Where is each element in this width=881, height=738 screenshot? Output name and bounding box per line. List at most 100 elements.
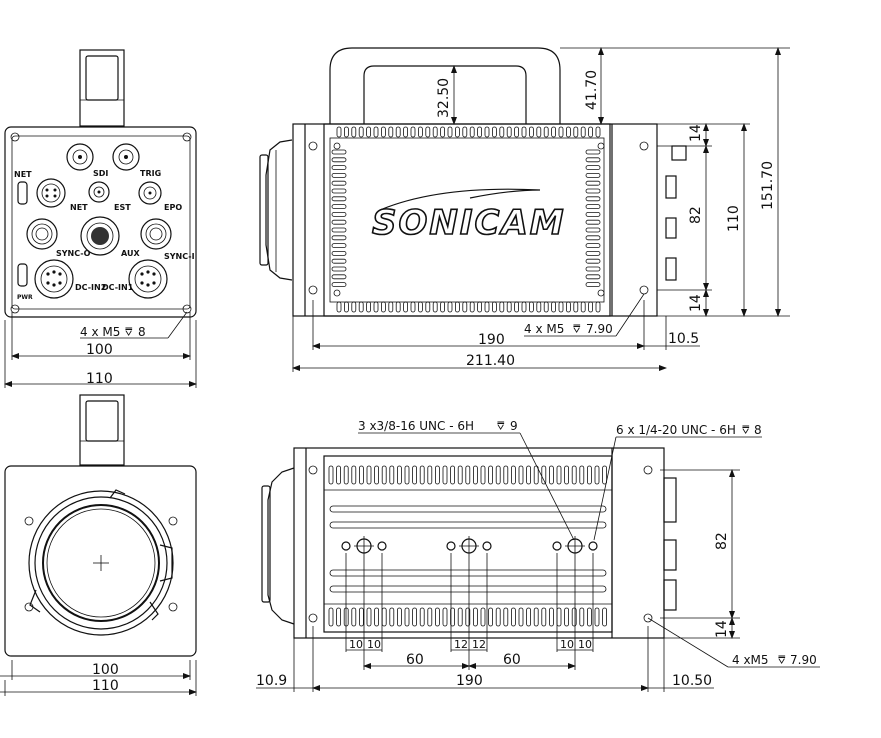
lens-mount-view: 100 110 (0, 394, 197, 696)
vent-slot (351, 126, 357, 138)
vent-slot (585, 149, 601, 155)
vent-slot (573, 301, 579, 313)
vent-slot (472, 465, 478, 485)
dim-handle-outer: 41.70 (584, 70, 600, 110)
vent-slot (380, 301, 386, 313)
vent-slot (336, 301, 342, 313)
vent-slot (412, 607, 418, 627)
rail-slot (329, 521, 607, 529)
vent-slot (585, 211, 601, 217)
vent-slot (331, 157, 347, 163)
net-connector (36, 178, 66, 208)
vent-slot (331, 204, 347, 210)
label-trig: TRIG (140, 169, 161, 178)
side-mount-callout: 4 x M5 (524, 322, 564, 336)
vent-slot (331, 165, 347, 171)
vent-slot (585, 172, 601, 178)
vent-slot (518, 465, 524, 485)
vent-slot (495, 465, 501, 485)
vent-slot (331, 243, 347, 249)
vent-slot (526, 607, 531, 627)
vent-slot (536, 126, 542, 138)
vent-slot (564, 465, 569, 485)
vent-slot (434, 465, 440, 485)
dim-total-length: 211.40 (466, 353, 515, 369)
vent-slot (585, 157, 601, 163)
vent-slot (388, 126, 394, 138)
vent-slot (412, 465, 418, 485)
spacing-label: 12 (472, 638, 486, 651)
front-connector-view: NET SDI TRIG NET EST EPO SYNC-O AUX SYNC… (4, 49, 197, 388)
front-dim-100: 100 (86, 342, 113, 358)
vent-slot (491, 301, 497, 313)
vent-slot (465, 607, 471, 627)
vent-slot (331, 227, 347, 233)
vent-slot (480, 607, 486, 627)
vent-slot (533, 607, 539, 627)
vent-slot (358, 126, 364, 138)
vent-slot (543, 301, 549, 313)
vent-slot (514, 301, 519, 313)
label-aux: AUX (121, 249, 140, 258)
bottom-dim-front-10-9: 10.9 (256, 673, 287, 689)
lens-dim-100: 100 (92, 662, 119, 678)
side-mount-depth-symbol: ⩢ (573, 322, 581, 336)
vent-slot (351, 465, 357, 485)
vent-slot (417, 301, 423, 313)
vent-slot (410, 126, 416, 138)
vent-slot (328, 607, 334, 627)
vent-slot (395, 126, 401, 138)
vent-slot (477, 126, 483, 138)
vent-slot (566, 126, 571, 138)
side-vents-right (585, 149, 601, 288)
dim-length-190: 190 (478, 332, 505, 348)
vent-slot (457, 607, 463, 627)
pwr-indicator-led (17, 263, 28, 287)
vent-slot (521, 126, 527, 138)
vent-slot (594, 607, 600, 627)
vent-slot (585, 219, 601, 225)
tripod-hole-1-4 (446, 541, 456, 551)
sync-o-connector (26, 218, 58, 250)
vent-slot (331, 188, 347, 194)
vent-slot (585, 196, 601, 202)
vent-slot (331, 196, 347, 202)
vent-slot (404, 607, 410, 627)
vent-slot (587, 607, 592, 627)
vent-slot (585, 266, 601, 272)
vent-slot (533, 465, 539, 485)
label-net-left: NET (14, 170, 32, 179)
vent-slot (571, 465, 577, 485)
vent-slot (566, 301, 571, 313)
vent-slot (374, 465, 380, 485)
label-sync-i: SYNC-I (164, 252, 195, 261)
vent-slot (488, 465, 494, 485)
sync-i-connector (140, 218, 172, 250)
vent-slot (551, 301, 556, 313)
vent-slot (425, 301, 431, 313)
vent-slot (404, 465, 410, 485)
vent-slot (380, 126, 386, 138)
vent-slot (580, 301, 586, 313)
brand-logo: SONICAM (372, 203, 566, 243)
vent-slot (417, 126, 423, 138)
dim-handle-inner: 32.50 (436, 78, 452, 118)
label-net: NET (70, 203, 88, 212)
vent-slot (358, 301, 364, 313)
vent-slot (366, 465, 372, 485)
vent-slot (396, 607, 402, 627)
vent-slot (331, 274, 347, 280)
vent-slot (331, 282, 347, 288)
pitch-left-60: 60 (406, 652, 424, 668)
lens-dim-110: 110 (92, 678, 119, 694)
vent-slot (585, 235, 601, 241)
vent-slot (343, 301, 349, 313)
vent-slot (506, 301, 512, 313)
vent-slot (499, 126, 505, 138)
vent-slot (588, 126, 593, 138)
vent-slot (396, 465, 402, 485)
callout-1-4-unc: 6 x 1/4-20 UNC - 6H (616, 423, 736, 437)
spacing-label: 10 (578, 638, 592, 651)
vent-slot (499, 301, 505, 313)
